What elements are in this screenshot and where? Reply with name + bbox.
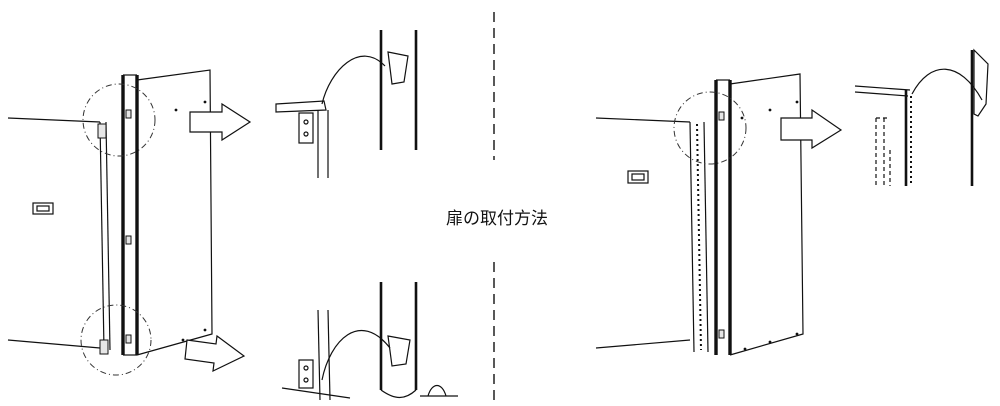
left-door-assembly [7,69,252,376]
screw-dot [181,338,185,342]
door-top-piece [854,85,911,91]
door-handle-inner [631,173,645,181]
door-top-piece [854,91,909,97]
door-top-piece [275,100,327,113]
screw-dot [768,108,772,112]
frame-slot-top [718,111,725,121]
arrow-right-icon [184,334,246,373]
upper-hinge-highlight [82,83,156,157]
lower-hinge-detail [281,282,458,401]
door-side-edge-2 [105,121,111,351]
upper-hinge-detail [275,30,418,178]
door-side-edge [689,121,695,353]
door-handle [32,202,54,215]
screw-dot [203,328,207,332]
caption-label: 扉の取付方法 [446,209,548,229]
upper-hinge-plate [97,123,107,139]
door-edge-line [327,309,331,401]
move-arc-icon [321,55,386,105]
hinge-hole [303,131,309,137]
right-hinge-detail [854,48,989,186]
move-arc-icon [911,68,983,101]
lower-hinge-highlight [80,304,152,376]
frame-slot-top [125,109,132,119]
lower-hinge-plate [99,339,109,355]
hinge-leaf [298,112,314,144]
hinge-hole [303,377,309,383]
hinge-block [387,51,409,85]
door-side-edge [99,121,105,351]
screw-dot [174,108,178,112]
screw-dot [795,332,799,336]
door-bottom-edge [7,339,101,349]
frame-base-curve [380,389,417,399]
door-top-edge [7,117,101,123]
side-panel-outline [729,73,804,356]
screw-dot [743,347,747,351]
hinge-leaf [298,359,314,389]
screw-dot [768,340,772,344]
screw-dot [740,116,744,120]
door-bottom-edge [595,339,691,349]
door-edge-line [317,309,321,401]
door-handle-inner [36,205,50,212]
hinge-dotted-edge [696,123,702,351]
frame-slot-mid [125,235,132,245]
hinge-hole [303,119,309,125]
arrow-right-icon [189,102,252,142]
door-bottom-piece [281,387,351,399]
arrow-right-icon [780,108,843,150]
hinge-block [973,48,989,117]
foot-curve [427,384,447,397]
frame-slot-bottom [125,334,132,344]
screw-dot [795,100,799,104]
side-panel-outline [136,69,213,356]
move-arc-icon [321,329,391,381]
door-top-edge [595,117,691,123]
right-door-assembly [595,73,843,356]
hinge-block [387,335,411,367]
hinge-hole [303,365,309,371]
hinge-highlight [673,91,747,165]
door-handle [627,170,649,184]
door-side-edge-2 [703,121,709,353]
frame-slot-bottom [718,329,725,339]
screw-dot [203,100,207,104]
